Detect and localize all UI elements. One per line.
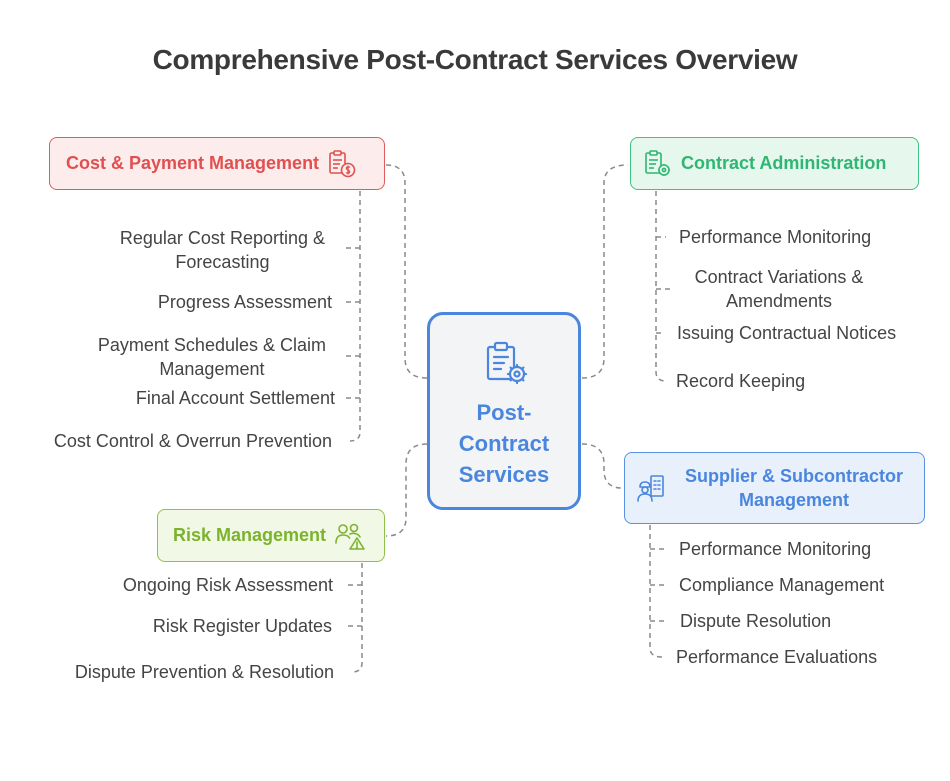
contract-administration-label: Contract Administration	[681, 153, 887, 173]
supplier-subcontractor-management-node: Supplier & Subcontractor Management	[624, 452, 925, 524]
list-item: Risk Register Updates	[152, 616, 332, 636]
list-item: Ongoing Risk Assessment	[122, 575, 333, 595]
spine-risk	[351, 563, 363, 673]
list-item: Performance Evaluations	[676, 647, 878, 667]
connector-center-risk	[385, 443, 428, 537]
list-item: Cost Control & Overrun Prevention	[53, 431, 332, 451]
list-item: Contract Variations &Amendments	[694, 267, 864, 311]
list-item: Progress Assessment	[157, 292, 332, 312]
worker-building-icon	[637, 475, 664, 502]
connector-center-contract	[581, 164, 629, 379]
center-label: Post- Contract Services	[458, 400, 550, 487]
risk-management-label: Risk Management	[173, 525, 327, 545]
list-item: Final Account Settlement	[135, 388, 335, 408]
list-item: Issuing Contractual Notices	[677, 323, 897, 343]
list-item: Compliance Management	[679, 575, 885, 595]
list-item: Performance Monitoring	[679, 539, 872, 559]
risk-management-node: Risk Management	[157, 509, 385, 562]
spine-contract	[655, 191, 667, 382]
supplier-subcontractor-management-label: Supplier & Subcontractor Management	[684, 466, 904, 510]
cost-payment-management-node: Cost & Payment Management	[49, 137, 385, 190]
list-item: Record Keeping	[676, 371, 806, 391]
list-item: Performance Monitoring	[679, 227, 872, 247]
spine-cost	[349, 191, 361, 442]
clipboard-gear-icon	[486, 341, 528, 385]
spine-supplier	[649, 525, 663, 658]
clipboard-gear-icon	[645, 149, 670, 176]
connector-center-supplier	[581, 443, 623, 489]
connector-center-cost	[385, 164, 428, 379]
page-title: Comprehensive Post-Contract Services Ove…	[152, 44, 798, 75]
list-item: Regular Cost Reporting &Forecasting	[119, 228, 325, 272]
list-item: Dispute Prevention & Resolution	[74, 662, 334, 682]
cost-payment-management-label: Cost & Payment Management	[66, 153, 320, 173]
clipboard-dollar-icon	[329, 149, 356, 177]
list-item: Dispute Resolution	[680, 611, 832, 631]
people-warning-icon	[335, 523, 365, 550]
center-node: Post- Contract Services	[427, 312, 581, 510]
contract-administration-node: Contract Administration	[630, 137, 919, 190]
